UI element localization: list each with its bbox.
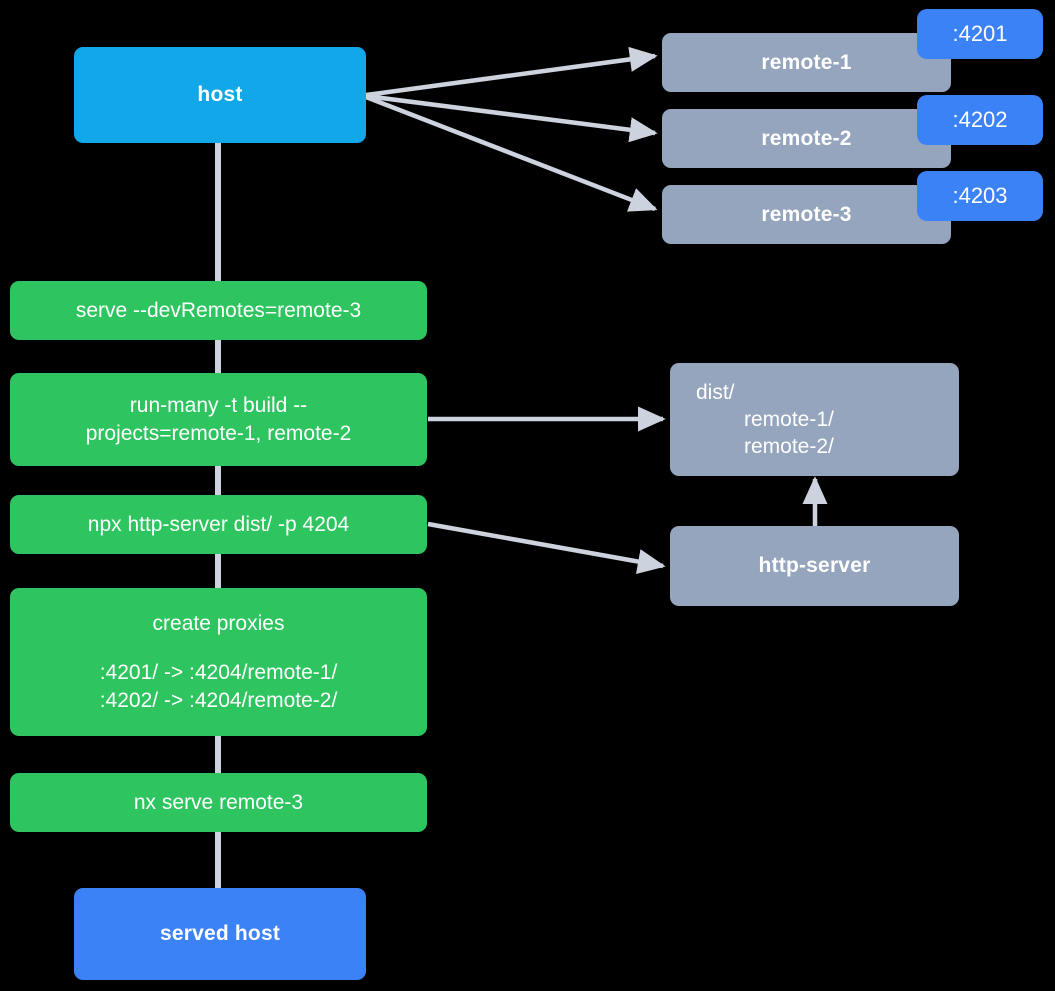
node-remote-2-label: remote-2 <box>761 126 852 150</box>
node-command-npx-http-server[interactable]: npx http-server dist/ -p 4204 <box>10 495 427 554</box>
node-command-create-proxies-title: create proxies <box>152 612 285 636</box>
node-command-serve-line-1: serve --devRemotes=remote-3 <box>75 298 362 322</box>
node-http-server-label: http-server <box>758 554 871 578</box>
node-dist-root: dist/ <box>696 380 735 404</box>
edge-host-to-remote-1 <box>365 46 658 98</box>
edge-host-to-remote-3 <box>365 94 658 212</box>
node-command-run-many-line-2: projects=remote-1, remote-2 <box>85 421 352 445</box>
port-badge-remote-1: :4201 <box>917 9 1043 59</box>
node-command-nx-serve-remote-3[interactable]: nx serve remote-3 <box>10 773 427 832</box>
node-command-nx-serve-remote-3-line-1: nx serve remote-3 <box>133 790 304 814</box>
port-badge-remote-1-label: :4201 <box>952 20 1008 46</box>
port-badge-remote-2: :4202 <box>917 95 1043 145</box>
node-served-host[interactable]: served host <box>74 888 366 980</box>
node-command-create-proxies-line-1: :4201/ -> :4204/remote-1/ <box>99 661 338 685</box>
node-command-npx-http-server-line-1: npx http-server dist/ -p 4204 <box>87 512 350 536</box>
port-badge-remote-2-label: :4202 <box>952 106 1008 132</box>
node-dist[interactable]: dist/ remote-1/ remote-2/ <box>670 363 959 476</box>
node-command-run-many[interactable]: run-many -t build -- projects=remote-1, … <box>10 373 427 466</box>
node-command-run-many-line-1: run-many -t build -- <box>129 394 308 418</box>
node-host[interactable]: host <box>74 47 366 143</box>
node-served-host-label: served host <box>159 922 281 946</box>
node-remote-3[interactable]: remote-3 <box>662 185 951 244</box>
node-dist-child-2: remote-2/ <box>744 435 834 459</box>
node-http-server[interactable]: http-server <box>670 526 959 606</box>
node-remote-2[interactable]: remote-2 <box>662 109 951 168</box>
node-command-create-proxies-line-2: :4202/ -> :4204/remote-2/ <box>99 688 338 712</box>
node-host-label: host <box>197 83 243 107</box>
node-dist-child-1: remote-1/ <box>744 407 834 431</box>
node-remote-3-label: remote-3 <box>761 202 852 226</box>
port-badge-remote-3-label: :4203 <box>952 182 1008 208</box>
edge-npx-to-http-server <box>427 521 666 574</box>
edge-host-to-remote-2 <box>365 93 658 143</box>
node-command-serve[interactable]: serve --devRemotes=remote-3 <box>10 281 427 340</box>
port-badge-remote-3: :4203 <box>917 171 1043 221</box>
node-remote-1[interactable]: remote-1 <box>662 33 951 92</box>
node-command-create-proxies[interactable]: create proxies :4201/ -> :4204/remote-1/… <box>10 588 427 736</box>
node-remote-1-label: remote-1 <box>761 50 852 74</box>
